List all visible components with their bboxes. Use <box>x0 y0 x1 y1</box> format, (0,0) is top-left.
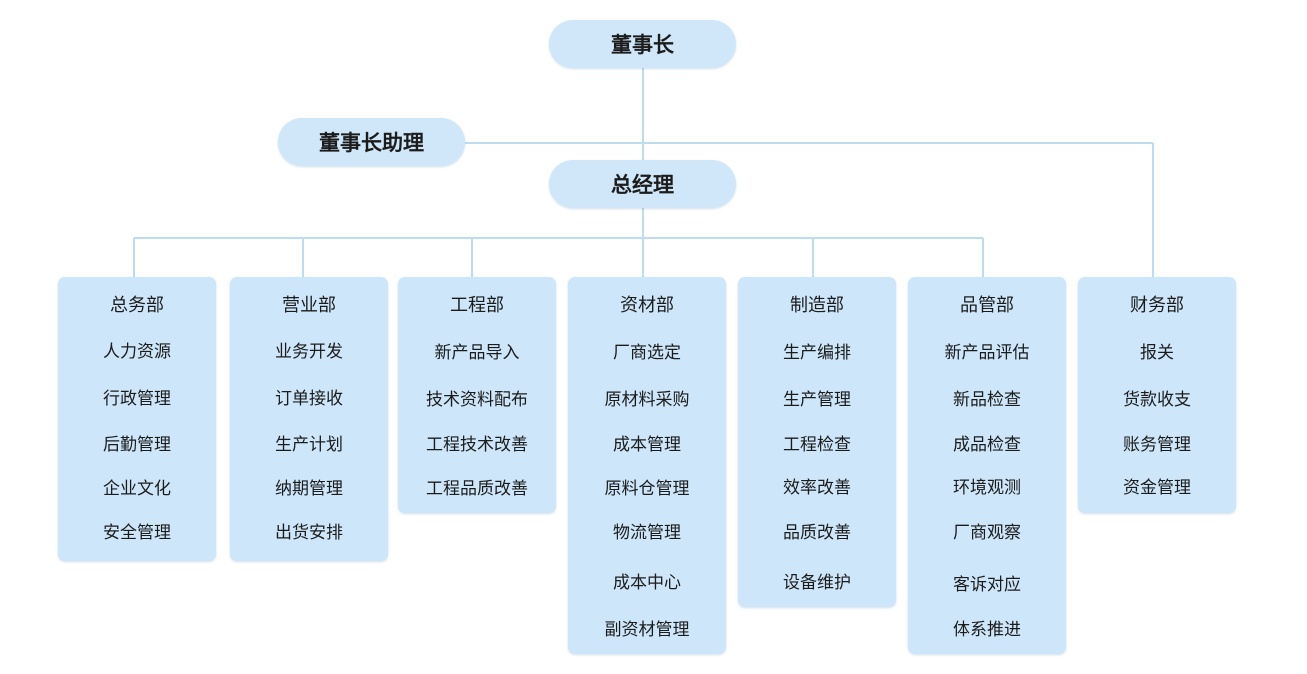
department-box: 制造部 生产编排 生产管理 工程检查 效率改善 品质改善 设备维护 <box>738 277 896 607</box>
department-item: 货款收支 <box>1123 390 1191 410</box>
department-box: 总务部 人力资源 行政管理 后勤管理 企业文化 安全管理 <box>58 277 216 561</box>
department-item: 账务管理 <box>1123 435 1191 455</box>
department-title: 品管部 <box>960 295 1014 316</box>
department-item: 业务开发 <box>275 342 343 362</box>
department-item: 出货安排 <box>275 523 343 543</box>
department-item: 物流管理 <box>613 523 681 543</box>
department-item: 工程技术改善 <box>426 435 528 455</box>
department-item: 工程检查 <box>783 435 851 455</box>
department-item: 报关 <box>1140 343 1174 363</box>
department-item: 客诉对应 <box>953 575 1021 595</box>
department-item: 厂商观察 <box>953 523 1021 543</box>
department-item: 原材料采购 <box>604 390 690 410</box>
department-title: 财务部 <box>1130 295 1184 316</box>
department-title: 制造部 <box>790 295 844 316</box>
assistant-label: 董事长助理 <box>319 131 424 155</box>
department-item: 厂商选定 <box>613 343 681 363</box>
chairman-label: 董事长 <box>611 33 674 57</box>
department-item: 原料仓管理 <box>604 479 690 499</box>
department-item: 效率改善 <box>783 478 851 498</box>
department-item: 成品检查 <box>953 435 1021 455</box>
department-item: 副资材管理 <box>604 620 690 640</box>
chairman-node: 董事长 <box>549 20 736 68</box>
department-item: 新品检查 <box>953 390 1021 410</box>
department-box: 营业部 业务开发 订单接收 生产计划 纳期管理 出货安排 <box>230 277 388 561</box>
department-title: 工程部 <box>450 295 504 316</box>
department-item: 后勤管理 <box>103 435 171 455</box>
department-item: 安全管理 <box>103 523 171 543</box>
department-item: 资金管理 <box>1123 478 1191 498</box>
department-item: 生产计划 <box>275 435 343 455</box>
general-manager-node: 总经理 <box>549 160 736 208</box>
department-title: 总务部 <box>110 295 164 316</box>
department-item: 生产编排 <box>783 343 851 363</box>
department-item: 新产品评估 <box>944 343 1030 363</box>
department-item: 行政管理 <box>103 389 171 409</box>
department-box: 财务部 报关 货款收支 账务管理 资金管理 <box>1078 277 1236 513</box>
department-item: 环境观测 <box>953 478 1021 498</box>
department-item: 人力资源 <box>103 342 171 362</box>
department-item: 技术资料配布 <box>426 390 528 410</box>
department-box: 品管部 新产品评估 新品检查 成品检查 环境观测 厂商观察 客诉对应 体系推进 <box>908 277 1066 654</box>
department-item: 成本中心 <box>613 573 681 593</box>
assistant-node: 董事长助理 <box>278 118 465 166</box>
department-item: 工程品质改善 <box>426 479 528 499</box>
general-manager-label: 总经理 <box>611 173 674 197</box>
department-box: 资材部 厂商选定 原材料采购 成本管理 原料仓管理 物流管理 成本中心 副资材管… <box>568 277 726 654</box>
department-item: 纳期管理 <box>275 479 343 499</box>
department-item: 订单接收 <box>275 389 343 409</box>
department-item: 品质改善 <box>783 523 851 543</box>
department-item: 体系推进 <box>953 620 1021 640</box>
department-box: 工程部 新产品导入 技术资料配布 工程技术改善 工程品质改善 <box>398 277 556 513</box>
department-item: 设备维护 <box>783 573 851 593</box>
department-item: 新产品导入 <box>434 343 520 363</box>
department-item: 企业文化 <box>103 479 171 499</box>
department-title: 营业部 <box>282 295 336 316</box>
department-item: 生产管理 <box>783 390 851 410</box>
department-item: 成本管理 <box>613 435 681 455</box>
department-title: 资材部 <box>620 295 674 316</box>
